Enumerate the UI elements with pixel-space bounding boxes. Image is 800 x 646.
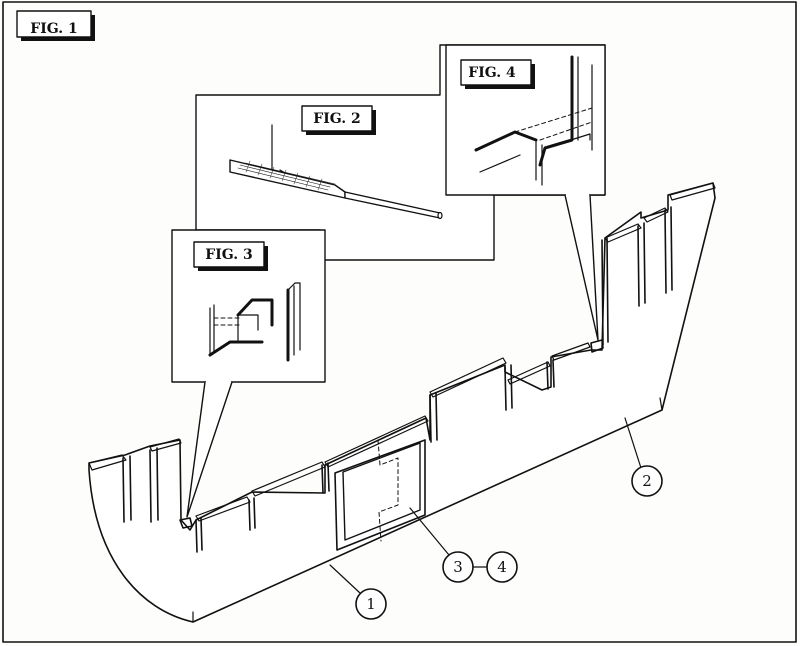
fig3-text: FIG. 3: [205, 247, 252, 263]
fig4-text: FIG. 4: [468, 65, 516, 81]
callout-1: 1: [329, 564, 387, 620]
hull-side-panel: [88, 182, 716, 623]
callout-1-text: 1: [366, 595, 376, 613]
callout-4-text: 4: [497, 558, 507, 576]
door-panel: [334, 439, 426, 551]
fig4-detail: FIG. 4: [445, 44, 606, 341]
fig1-label: FIG. 1: [16, 10, 95, 41]
callout-2: 2: [624, 417, 663, 497]
fig1-text: FIG. 1: [30, 21, 77, 37]
frame-slots: [122, 206, 673, 553]
callout-3-text: 3: [453, 558, 463, 576]
fig2-text: FIG. 2: [313, 111, 360, 127]
callout-2-text: 2: [642, 472, 652, 490]
callout-3-4: 3 4: [409, 507, 518, 583]
fig3-detail: FIG. 3: [171, 229, 326, 518]
